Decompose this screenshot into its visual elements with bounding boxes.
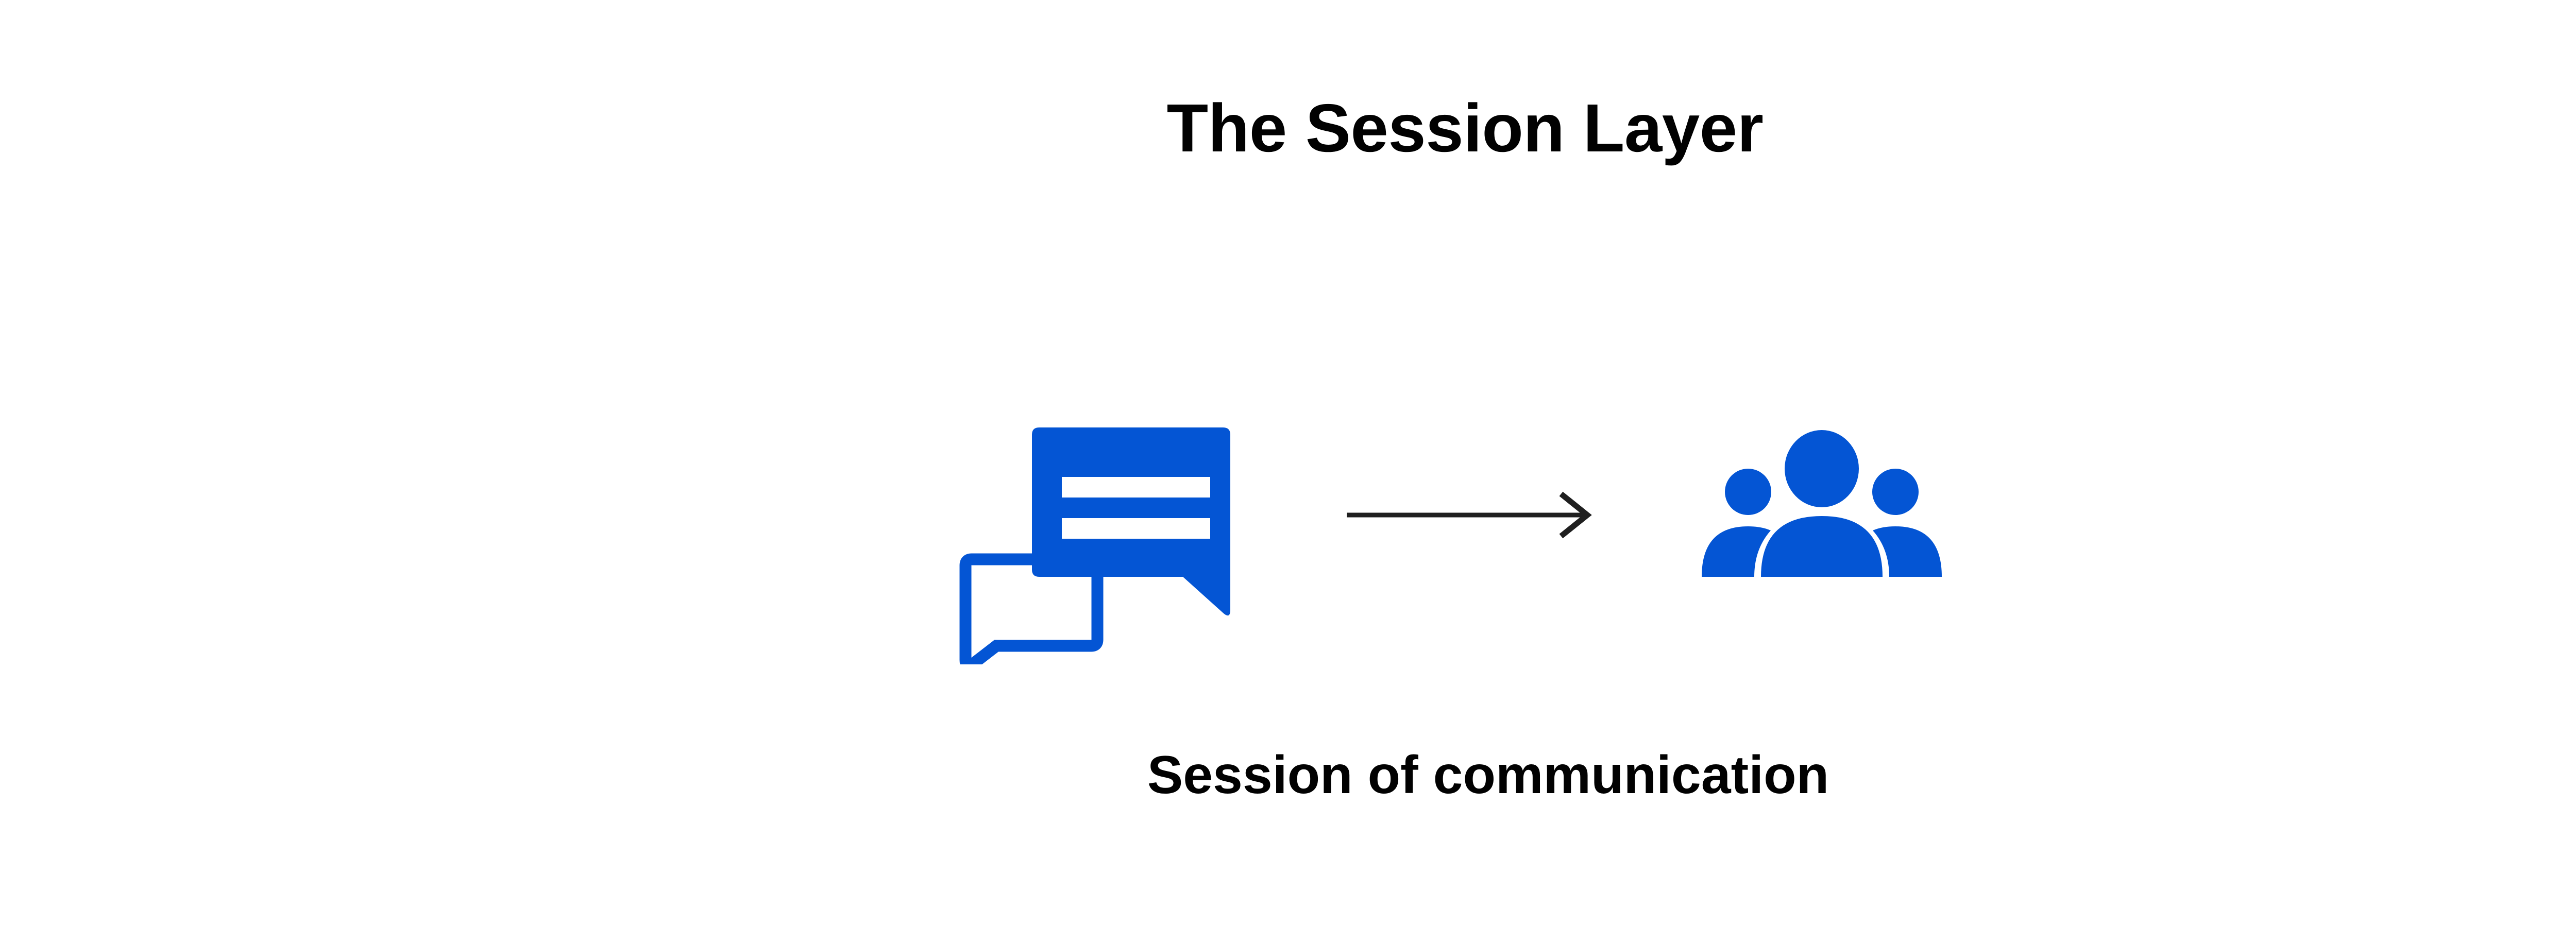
person-right-head bbox=[1872, 469, 1919, 515]
arrow-right-svg bbox=[1347, 491, 1592, 539]
diagram-flow bbox=[0, 391, 2576, 680]
people-group-svg bbox=[1702, 430, 1942, 577]
chat-bubbles-svg bbox=[959, 427, 1230, 672]
person-left-head bbox=[1725, 469, 1771, 515]
person-center-head bbox=[1785, 430, 1859, 507]
arrow-head bbox=[1559, 491, 1592, 539]
person-center-body bbox=[1761, 516, 1883, 577]
diagram-caption-text: Session of communication bbox=[1147, 745, 1829, 805]
message-line-1 bbox=[1062, 477, 1210, 498]
page-title: The Session Layer bbox=[0, 90, 2576, 166]
diagram-caption: Session of communication bbox=[0, 745, 2576, 805]
people-group-icon bbox=[1692, 422, 1950, 582]
message-line-2 bbox=[1062, 518, 1210, 539]
chat-bubbles-icon bbox=[959, 417, 1238, 672]
arrow-right-icon bbox=[1340, 482, 1597, 548]
person-left-body bbox=[1702, 526, 1771, 577]
page-title-text: The Session Layer bbox=[1166, 90, 1764, 166]
person-right-body bbox=[1873, 526, 1942, 577]
